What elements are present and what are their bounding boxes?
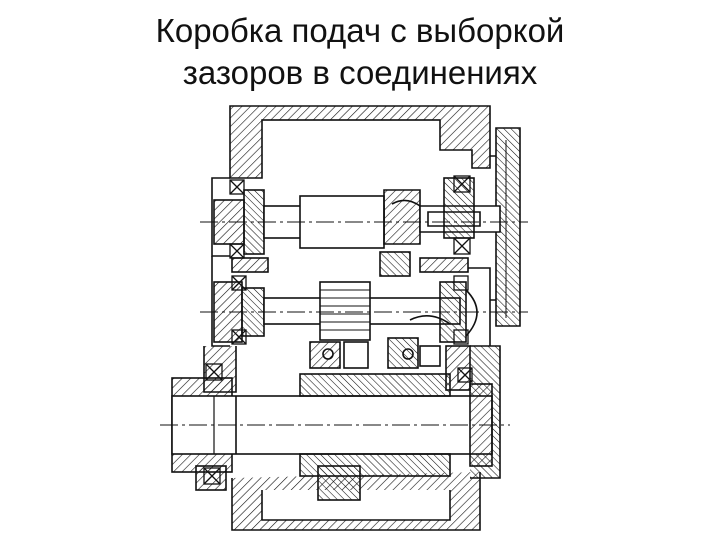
slide-title: Коробка подач с выборкой зазоров в соеди… <box>0 10 720 94</box>
middle-gears <box>231 251 469 277</box>
bearings <box>203 175 473 485</box>
right-cover <box>490 127 521 327</box>
title-line-1: Коробка подач с выборкой <box>155 12 565 49</box>
title-line-2: зазоров в соединениях <box>182 54 538 91</box>
centre-lines <box>160 221 528 426</box>
